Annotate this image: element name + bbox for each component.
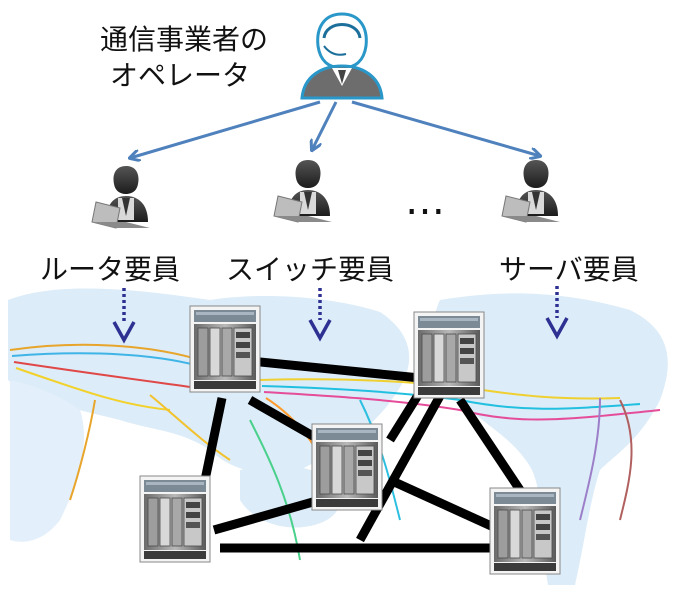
router-staff-label: ルータ要員 <box>40 253 181 286</box>
network-chassis-icon-top-left <box>189 305 261 393</box>
network-chassis-icon-center <box>311 423 383 511</box>
server-staff-label: サーバ要員 <box>499 253 639 286</box>
network-chassis-icon-bottom-right <box>489 487 561 575</box>
operator-label: 通信事業者の オペレータ <box>100 22 268 94</box>
switch-staff-label: スイッチ要員 <box>226 253 395 286</box>
headset-operator-icon <box>300 12 384 100</box>
operator-label-line2: オペレータ <box>110 59 251 92</box>
map-land-americas <box>433 293 668 585</box>
laptop-user-icon-server <box>501 159 561 223</box>
laptop-user-icon-router <box>91 165 151 229</box>
command-arrows <box>130 100 540 158</box>
arrow-to-server-staff <box>351 100 540 156</box>
map-land-africa <box>10 380 84 542</box>
more-staff-ellipsis: … <box>405 178 447 224</box>
dotted-arrows <box>112 286 569 344</box>
network-links <box>200 355 524 553</box>
arrow-to-switch-staff <box>312 101 338 150</box>
operator-label-line1: 通信事業者の <box>100 23 269 56</box>
network-chassis-icon-bottom-left <box>139 475 211 563</box>
laptop-user-icon-switch <box>273 159 333 223</box>
arrow-to-router-staff <box>130 100 321 158</box>
world-map-background <box>8 288 668 585</box>
network-chassis-icon-top-right <box>413 311 485 399</box>
